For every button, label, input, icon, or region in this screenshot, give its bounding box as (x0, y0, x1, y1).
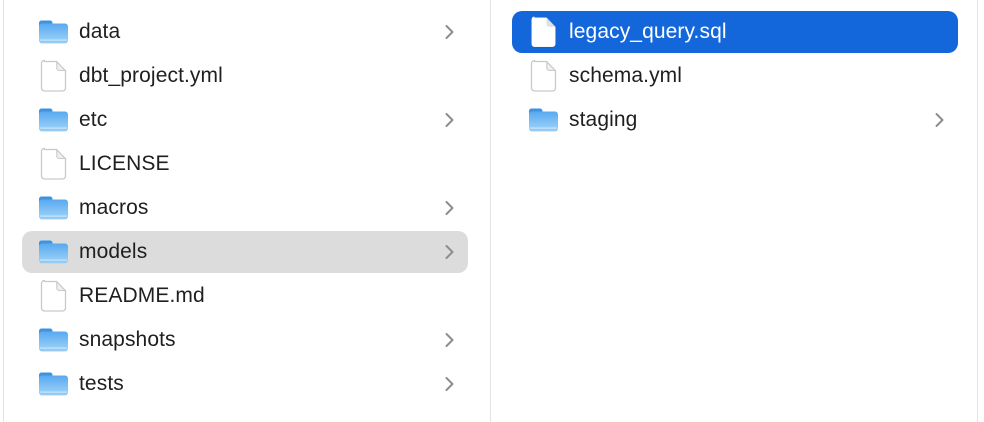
file-icon (38, 280, 69, 312)
row-label: snapshots (79, 328, 176, 351)
chevron-right-icon (444, 199, 455, 217)
file-row[interactable]: data (22, 11, 468, 53)
file-icon (528, 60, 559, 92)
column-divider[interactable] (977, 0, 978, 422)
chevron-right-icon (444, 375, 455, 393)
file-row[interactable]: legacy_query.sql (512, 11, 958, 53)
row-label: tests (79, 372, 124, 395)
row-label: models (79, 240, 148, 263)
folder-icon (38, 324, 69, 356)
row-label: staging (569, 108, 638, 131)
file-row[interactable]: dbt_project.yml (22, 55, 468, 97)
column-left-rows: data dbt_project.yml etc LICENSE macros … (4, 0, 490, 405)
chevron-right-icon (444, 23, 455, 41)
chevron-right-icon (444, 331, 455, 349)
column-right: legacy_query.sql schema.yml staging (491, 0, 977, 422)
chevron-right-icon (934, 111, 945, 129)
file-row[interactable]: README.md (22, 275, 468, 317)
folder-icon (38, 16, 69, 48)
row-label: README.md (79, 284, 205, 307)
file-icon (38, 60, 69, 92)
file-icon (528, 16, 559, 48)
folder-icon (528, 104, 559, 136)
row-label: etc (79, 108, 108, 131)
chevron-right-icon (444, 111, 455, 129)
file-row[interactable]: staging (512, 99, 958, 141)
row-label: macros (79, 196, 149, 219)
file-row[interactable]: macros (22, 187, 468, 229)
column-right-rows: legacy_query.sql schema.yml staging (491, 0, 977, 141)
folder-icon (38, 236, 69, 268)
folder-icon (38, 192, 69, 224)
file-row[interactable]: LICENSE (22, 143, 468, 185)
column-left: data dbt_project.yml etc LICENSE macros … (4, 0, 490, 422)
folder-icon (38, 368, 69, 400)
row-label: LICENSE (79, 152, 170, 175)
file-row[interactable]: etc (22, 99, 468, 141)
file-row[interactable]: snapshots (22, 319, 468, 361)
row-label: data (79, 20, 121, 43)
column-divider[interactable] (3, 0, 4, 422)
row-label: schema.yml (569, 64, 683, 87)
chevron-right-icon (444, 243, 455, 261)
file-row[interactable]: schema.yml (512, 55, 958, 97)
file-icon (38, 148, 69, 180)
row-label: dbt_project.yml (79, 64, 223, 87)
row-label: legacy_query.sql (569, 20, 727, 43)
folder-icon (38, 104, 69, 136)
file-row[interactable]: models (22, 231, 468, 273)
file-row[interactable]: tests (22, 363, 468, 405)
column-divider[interactable] (490, 0, 491, 422)
